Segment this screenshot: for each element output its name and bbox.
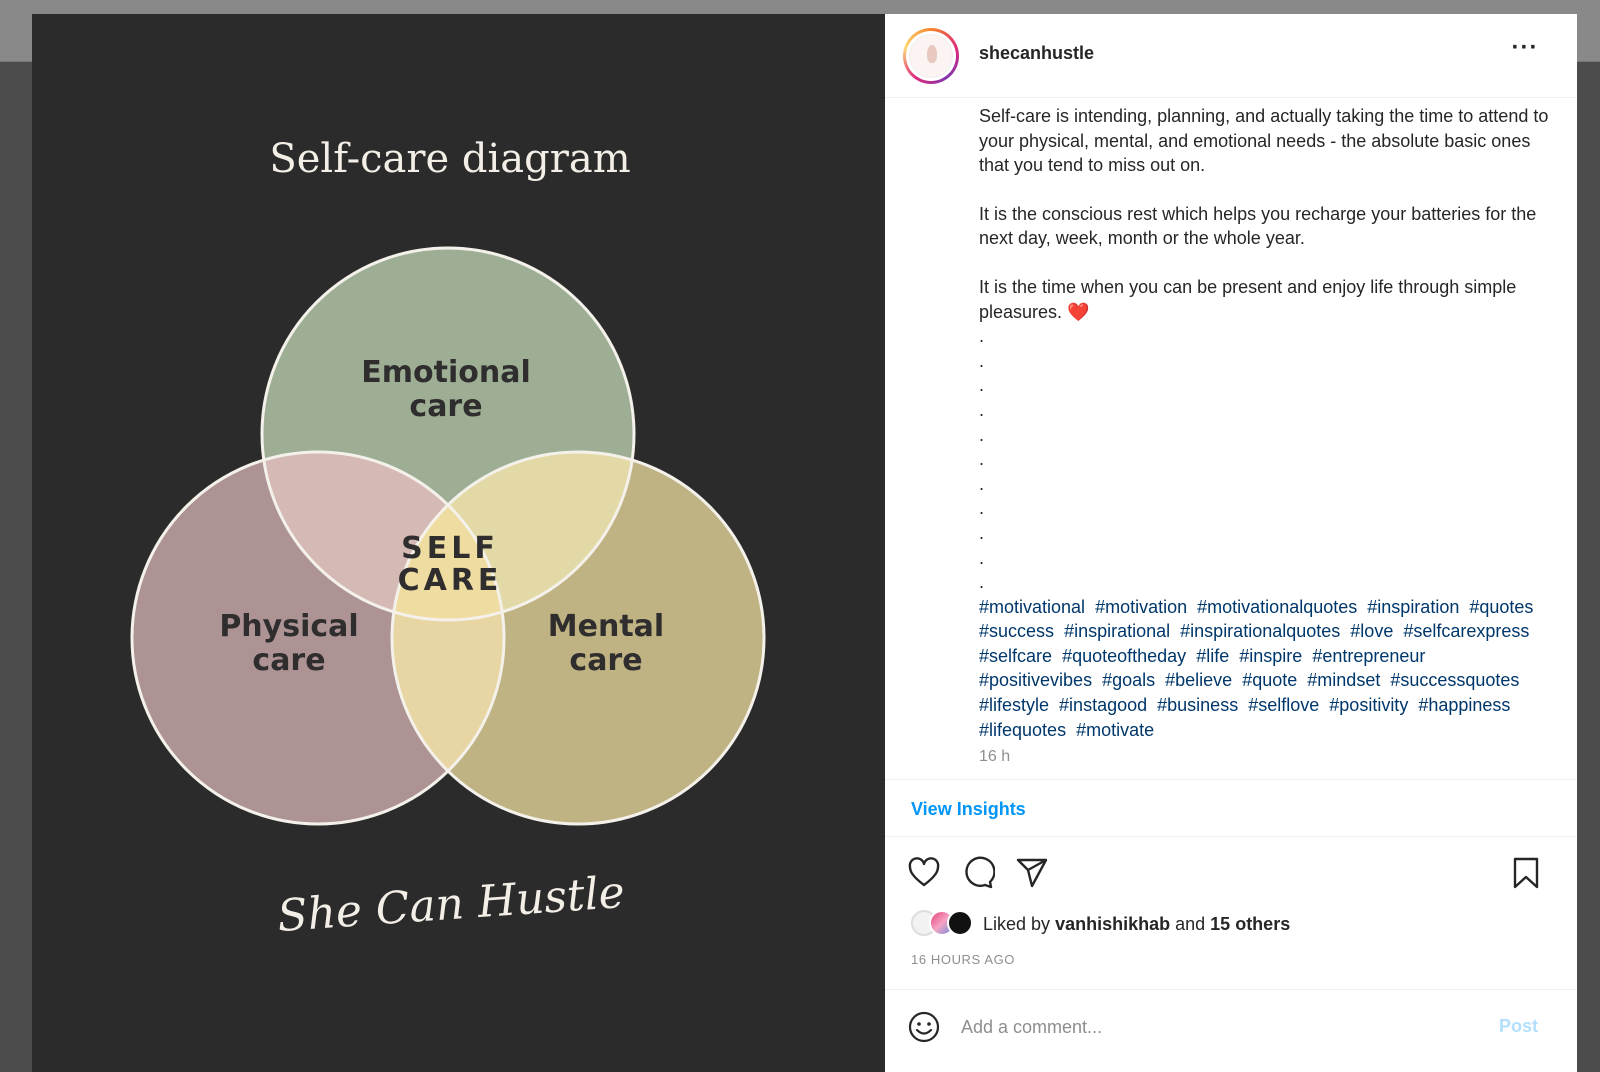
hashtag-link[interactable]: #inspire	[1239, 645, 1303, 666]
hashtag-link[interactable]: #quotes	[1469, 596, 1534, 617]
mental-label-line2: care	[569, 643, 642, 678]
post-side-panel: shecanhustle ··· Self-care is intending,…	[885, 14, 1577, 1072]
likes-prefix: Liked by	[983, 914, 1051, 934]
hashtag-link[interactable]: #love	[1350, 621, 1394, 642]
post-caption: Self-care is intending, planning, and ac…	[979, 104, 1549, 764]
heart-icon[interactable]	[907, 856, 941, 890]
emotional-label-line1: Emotional	[361, 355, 530, 390]
post-image: Self-care diagram Emotional care	[32, 14, 885, 1072]
post-comment-button[interactable]: Post	[1499, 1016, 1539, 1036]
insights-bar: View Insights	[885, 779, 1577, 837]
diagram-title: Self-care diagram	[269, 136, 630, 182]
hashtag-link[interactable]: #mindset	[1307, 670, 1381, 691]
likes-others[interactable]: 15 others	[1210, 914, 1291, 934]
likes-text: Liked by vanhishikhab and 15 others	[983, 914, 1290, 935]
emotional-physical-overlap	[262, 452, 504, 620]
mental-label-line1: Mental	[548, 609, 664, 644]
caption-hashtags: #motivational #motivation #motivationalq…	[979, 595, 1549, 743]
signature-logo: She Can Hustle	[276, 867, 627, 942]
hashtag-link[interactable]: #entrepreneur	[1312, 645, 1426, 666]
emotional-label-line2: care	[409, 389, 482, 424]
hashtag-link[interactable]: #positivity	[1329, 695, 1409, 716]
bookmark-icon[interactable]	[1509, 856, 1543, 890]
physical-label-line2: care	[252, 643, 325, 678]
caption-dots: . . . . . . . . . . .	[979, 326, 985, 593]
post-actions	[885, 852, 1577, 892]
hashtag-link[interactable]: #inspiration	[1367, 596, 1460, 617]
hashtag-link[interactable]: #motivate	[1076, 719, 1155, 740]
comment-bar: Post	[885, 989, 1577, 1072]
post-timestamp: 16 HOURS AGO	[911, 952, 1016, 967]
hashtag-link[interactable]: #life	[1196, 645, 1230, 666]
hashtag-link[interactable]: #goals	[1102, 670, 1156, 691]
hashtag-link[interactable]: #quote	[1242, 670, 1298, 691]
caption-paragraph-2: It is the conscious rest which helps you…	[979, 203, 1542, 249]
hashtag-link[interactable]: #motivational	[979, 596, 1086, 617]
likes-row: Liked by vanhishikhab and 15 others	[911, 910, 1551, 938]
hashtag-link[interactable]: #lifestyle	[979, 695, 1050, 716]
physical-label-line1: Physical	[219, 609, 358, 644]
hashtag-link[interactable]: #selfcarexpress	[1403, 621, 1530, 642]
share-icon[interactable]	[1015, 856, 1049, 890]
hashtag-link[interactable]: #motivation	[1095, 596, 1188, 617]
self-care-label-line1: SELF	[401, 531, 499, 566]
hashtag-link[interactable]: #selfcare	[979, 645, 1053, 666]
hashtag-link[interactable]: #success	[979, 621, 1055, 642]
self-care-venn-diagram: Self-care diagram Emotional care	[130, 136, 766, 942]
hashtag-link[interactable]: #selflove	[1248, 695, 1320, 716]
liker-username[interactable]: vanhishikhab	[1055, 914, 1171, 934]
post-modal: Self-care diagram Emotional care	[32, 14, 1577, 1072]
post-time[interactable]: 16 h	[979, 748, 1011, 765]
hashtag-link[interactable]: #inspirational	[1064, 621, 1171, 642]
ellipsis-icon[interactable]: ···	[1511, 34, 1539, 61]
post-header: shecanhustle ···	[885, 14, 1577, 98]
emotional-mental-overlap	[392, 452, 634, 620]
caption-paragraph-3: It is the time when you can be present a…	[979, 276, 1522, 322]
hashtag-link[interactable]: #happiness	[1418, 695, 1511, 716]
emoji-icon[interactable]	[907, 1010, 941, 1044]
liker-avatar[interactable]	[947, 910, 973, 936]
hashtag-link[interactable]: #positivevibes	[979, 670, 1093, 691]
post-username[interactable]: shecanhustle	[979, 43, 1095, 63]
hashtag-link[interactable]: #believe	[1165, 670, 1233, 691]
hashtag-link[interactable]: #instagood	[1059, 695, 1148, 716]
hashtag-link[interactable]: #successquotes	[1390, 670, 1520, 691]
avatar[interactable]	[903, 28, 959, 84]
caption-paragraph-1: Self-care is intending, planning, and ac…	[979, 106, 1549, 176]
hashtag-link[interactable]: #motivationalquotes	[1197, 596, 1358, 617]
hashtag-link[interactable]: #quoteoftheday	[1062, 645, 1187, 666]
likes-and: and	[1175, 914, 1206, 934]
hashtag-link[interactable]: #business	[1157, 695, 1239, 716]
hashtag-link[interactable]: #lifequotes	[979, 719, 1067, 740]
hashtag-link[interactable]: #inspirationalquotes	[1180, 621, 1341, 642]
self-care-label-line2: CARE	[398, 563, 503, 598]
view-insights-link[interactable]: View Insights	[911, 799, 1026, 819]
comment-input[interactable]	[961, 1012, 1461, 1042]
comment-icon[interactable]	[961, 856, 995, 890]
